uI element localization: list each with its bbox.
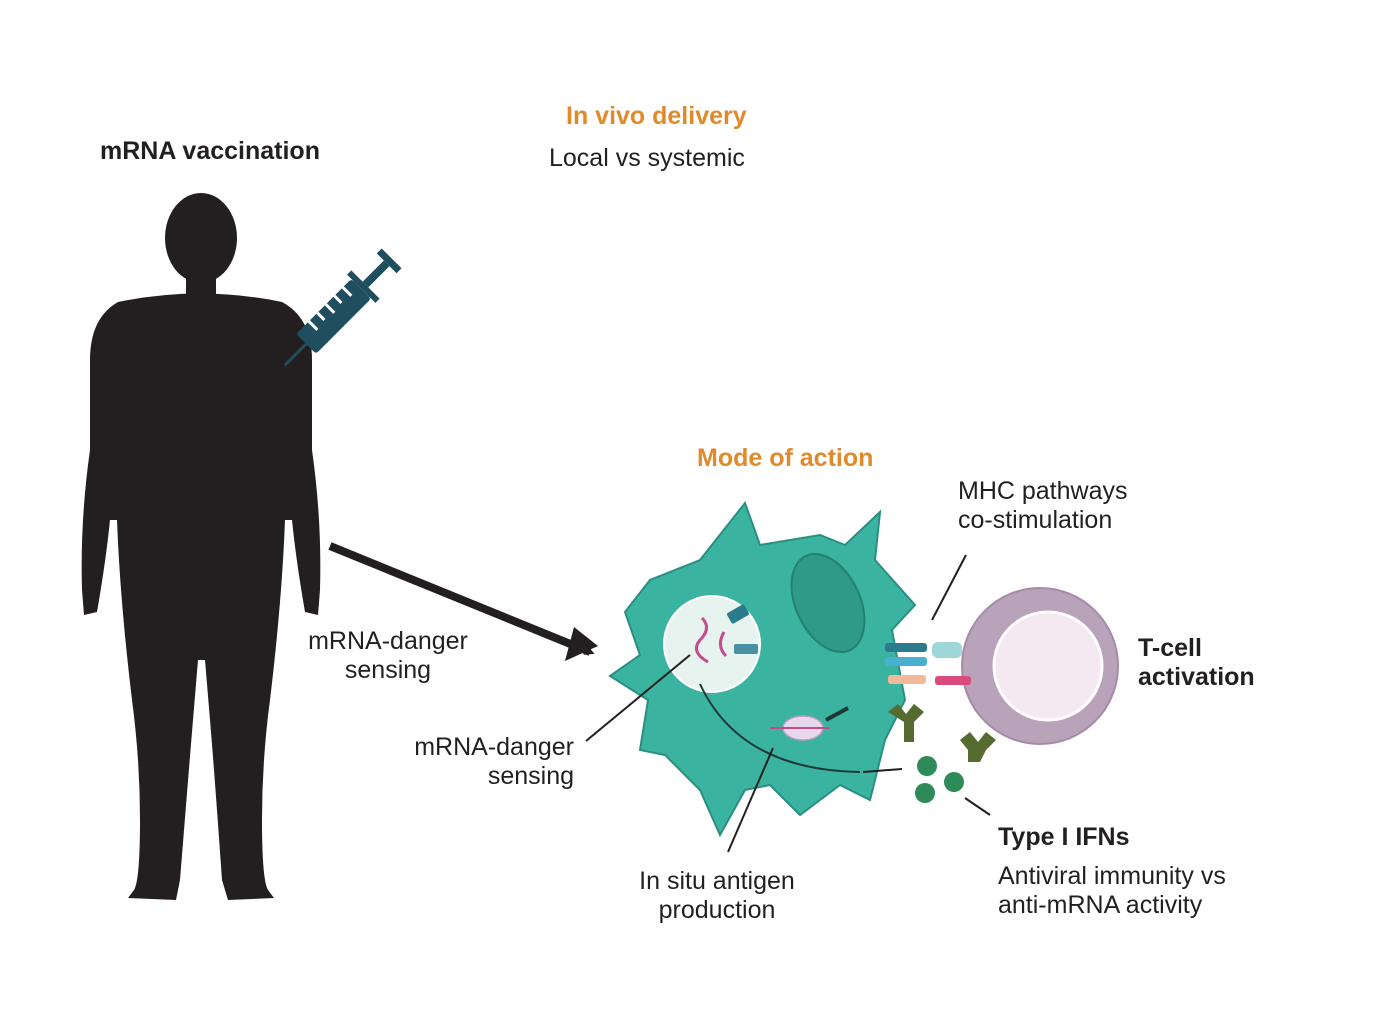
dendritic-cell-icon xyxy=(608,500,996,838)
ifn-dots-icon xyxy=(915,756,964,803)
mode-of-action-heading: Mode of action xyxy=(697,444,874,472)
sensing-callout-line2: sensing xyxy=(487,761,574,790)
ifn-callout: Antiviral immunity vs anti-mRNA activity xyxy=(998,862,1226,920)
nucleus xyxy=(790,552,866,654)
delivery-heading: In vivo delivery xyxy=(566,102,747,130)
human-silhouette-icon xyxy=(81,193,321,900)
t-cell-icon xyxy=(932,587,1119,745)
sensing-callout: mRNA-danger sensing xyxy=(400,733,574,791)
syringe-icon xyxy=(283,248,402,367)
arrow-label: mRNA-danger sensing xyxy=(306,627,470,685)
mhc-callout-line1: MHC pathways xyxy=(958,477,1128,505)
ifn-callout-line2: anti-mRNA activity xyxy=(998,890,1203,919)
antigen-callout-line2: production xyxy=(658,895,776,924)
antigen-callout: In situ antigen production xyxy=(622,867,812,925)
ifn-heading: Type I IFNs xyxy=(998,823,1130,851)
leader-lines xyxy=(585,554,991,853)
mhc-callout: MHC pathways co-stimulation xyxy=(958,477,1128,535)
mhc-callout-line2: co-stimulation xyxy=(958,505,1113,534)
arrow-label-line1: mRNA-danger xyxy=(308,627,468,655)
sensing-callout-line1: mRNA-danger xyxy=(414,733,574,761)
arrow-head xyxy=(565,627,598,661)
diagram-title: mRNA vaccination xyxy=(100,137,320,165)
tcell-callout: T-cell activation xyxy=(1138,634,1255,692)
ifn-callout-line1: Antiviral immunity vs xyxy=(998,862,1226,890)
delivery-subtitle: Local vs systemic xyxy=(549,144,745,172)
tcell-callout-line2: activation xyxy=(1138,662,1255,691)
arrow-label-line2: sensing xyxy=(344,655,432,684)
antigen-callout-line1: In situ antigen xyxy=(639,867,795,895)
tcell-callout-line1: T-cell xyxy=(1138,634,1202,662)
sensing-arrow xyxy=(328,542,595,656)
